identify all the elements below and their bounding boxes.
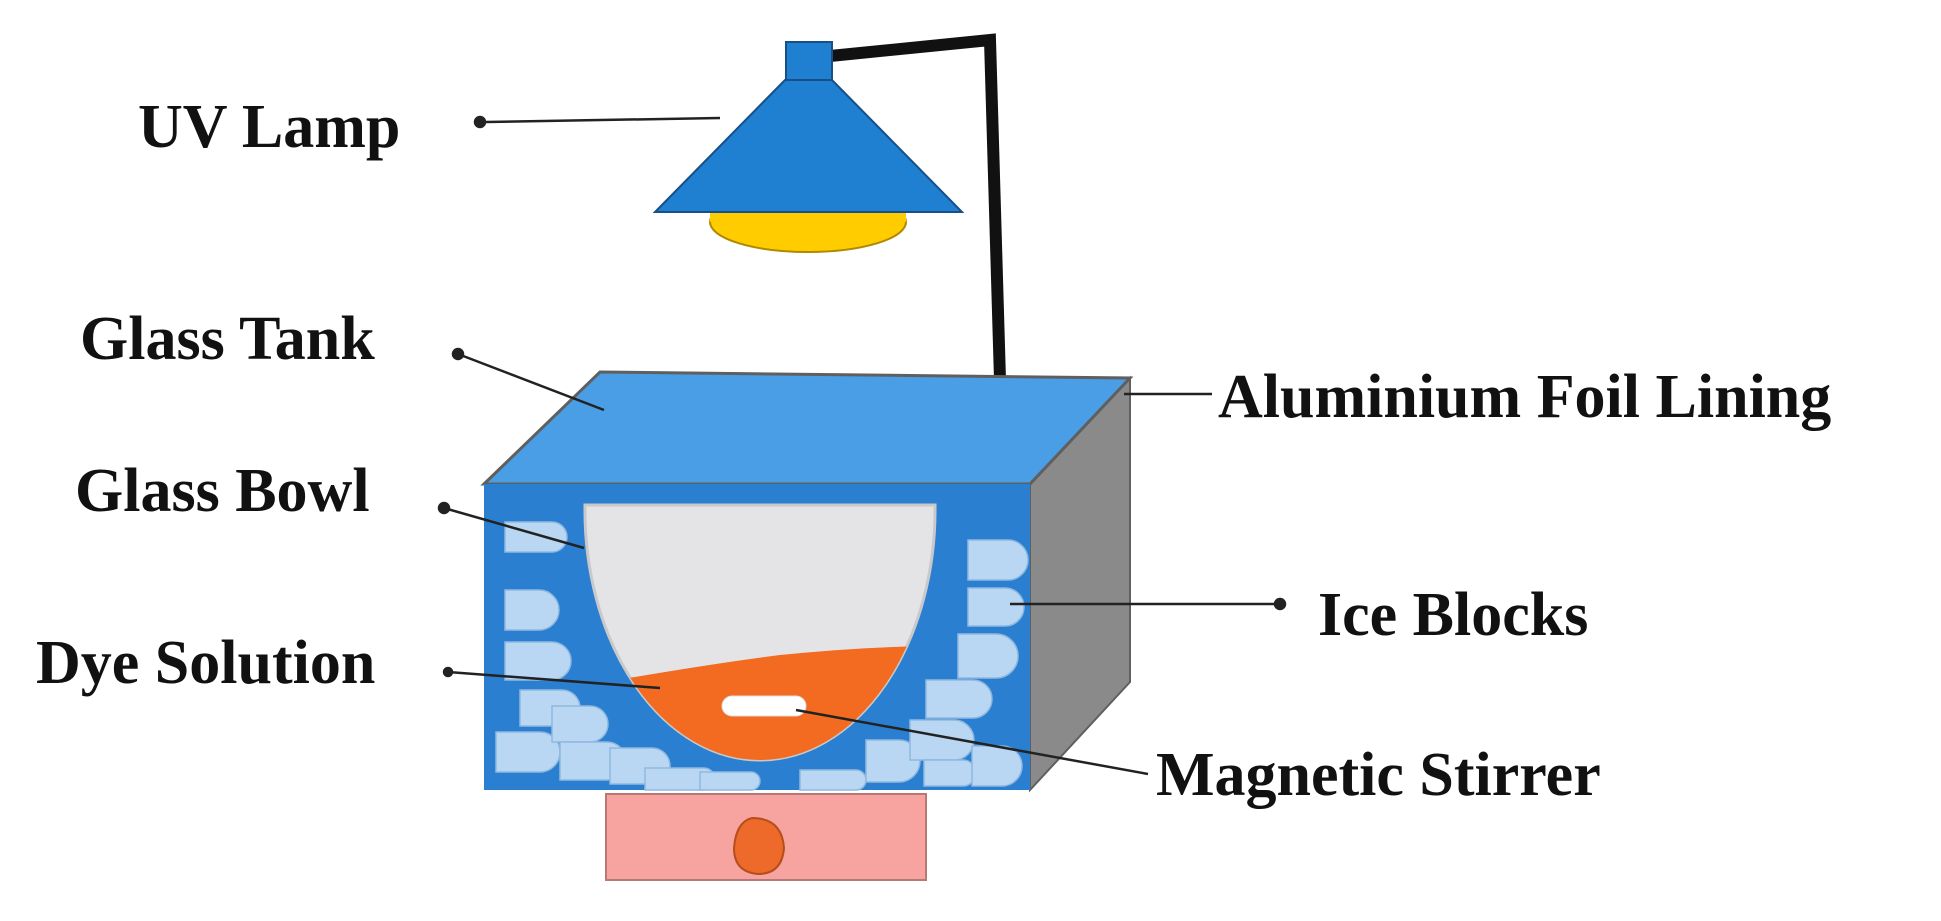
arrow-ice-blocks-dot	[1273, 597, 1287, 611]
hotplate	[605, 793, 927, 881]
ice-block	[865, 739, 921, 783]
ice-blocks	[495, 521, 1029, 791]
label-dye-solution: Dye Solution	[36, 629, 376, 697]
ice-block	[551, 705, 609, 743]
hotplate-knob	[732, 816, 786, 876]
arrow-dye-solution-dot	[442, 666, 454, 678]
lamp-stand-rod	[829, 33, 1006, 381]
lamp-cap	[785, 41, 833, 83]
ice-block	[699, 771, 761, 791]
arrow-magnetic-stirrer	[795, 708, 1149, 776]
arrow-glass-bowl	[443, 506, 585, 550]
label-uv-lamp: UV Lamp	[138, 93, 401, 161]
ice-block	[495, 731, 561, 773]
ice-block	[504, 521, 568, 553]
ice-block	[971, 745, 1023, 787]
ice-block	[504, 641, 572, 681]
ice-block	[967, 539, 1029, 581]
ice-block	[799, 769, 867, 791]
ice-block	[967, 587, 1025, 627]
label-ice-blocks: Ice Blocks	[1318, 581, 1589, 649]
leader-lines	[437, 115, 1287, 776]
label-aluminium-foil-lining: Aluminium Foil Lining	[1218, 363, 1832, 431]
label-glass-bowl: Glass Bowl	[75, 457, 370, 525]
uv-lamp	[652, 41, 965, 253]
label-glass-tank: Glass Tank	[80, 305, 375, 373]
dye-solution-liquid	[584, 645, 936, 760]
arrow-uv-lamp-dot	[473, 115, 487, 129]
arrow-glass-tank	[457, 352, 605, 412]
arrow-glass-tank-dot	[451, 347, 465, 361]
ice-block	[923, 759, 977, 787]
label-magnetic-stirrer: Magnetic Stirrer	[1156, 741, 1601, 809]
lamp-shade	[652, 79, 965, 213]
arrow-dye-solution	[447, 670, 661, 690]
ice-block	[957, 633, 1019, 679]
tank-top-face	[480, 370, 1134, 486]
ice-block	[925, 679, 993, 719]
arrow-glass-bowl-dot	[437, 501, 451, 515]
glass-bowl	[583, 503, 937, 762]
magnetic-stirrer-bar	[721, 695, 807, 717]
arrow-uv-lamp	[485, 116, 721, 124]
ice-block	[504, 589, 560, 631]
